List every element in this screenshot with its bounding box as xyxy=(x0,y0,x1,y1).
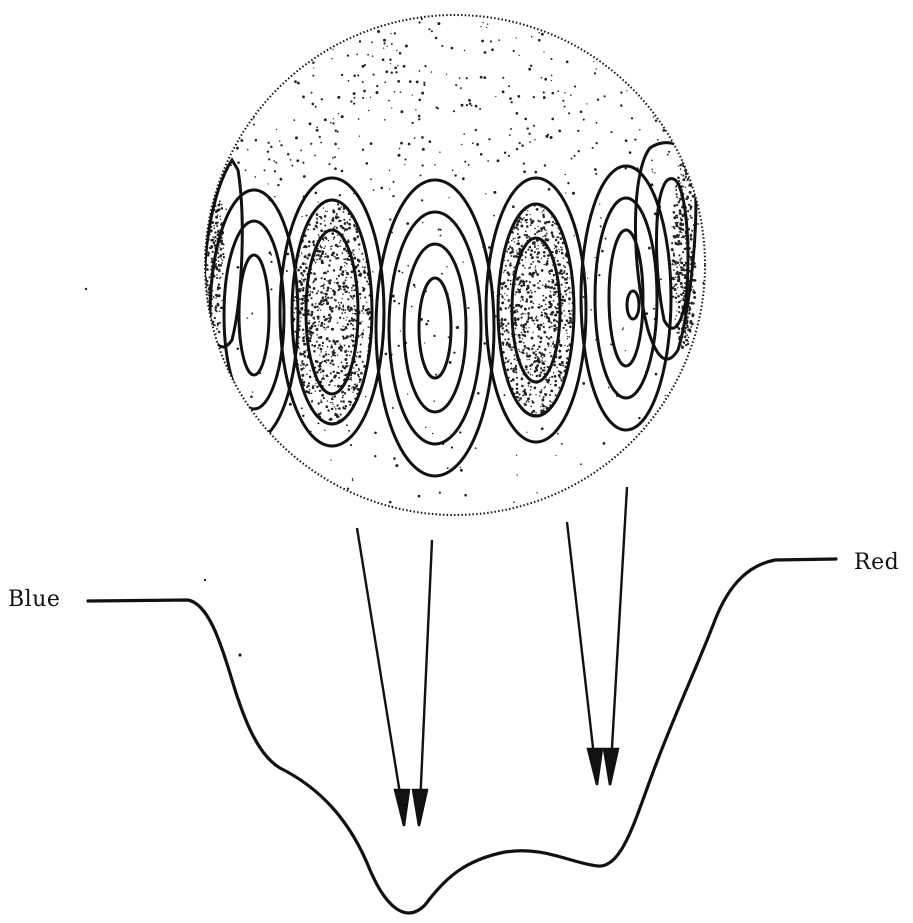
arrows xyxy=(357,487,627,826)
star-disk-icon xyxy=(204,15,705,515)
line-profile-curve xyxy=(88,559,836,913)
red-wing-label: Red xyxy=(854,550,899,575)
down-arrow-icon xyxy=(357,528,409,826)
blue-wing-label: Blue xyxy=(8,587,60,612)
down-arrow-icon xyxy=(567,522,602,785)
contour-zone-2 xyxy=(210,190,298,440)
down-arrow-icon xyxy=(413,540,432,826)
contour-zone-4 xyxy=(376,180,494,476)
down-arrow-icon xyxy=(604,487,627,785)
pulsation-contours xyxy=(204,143,695,476)
